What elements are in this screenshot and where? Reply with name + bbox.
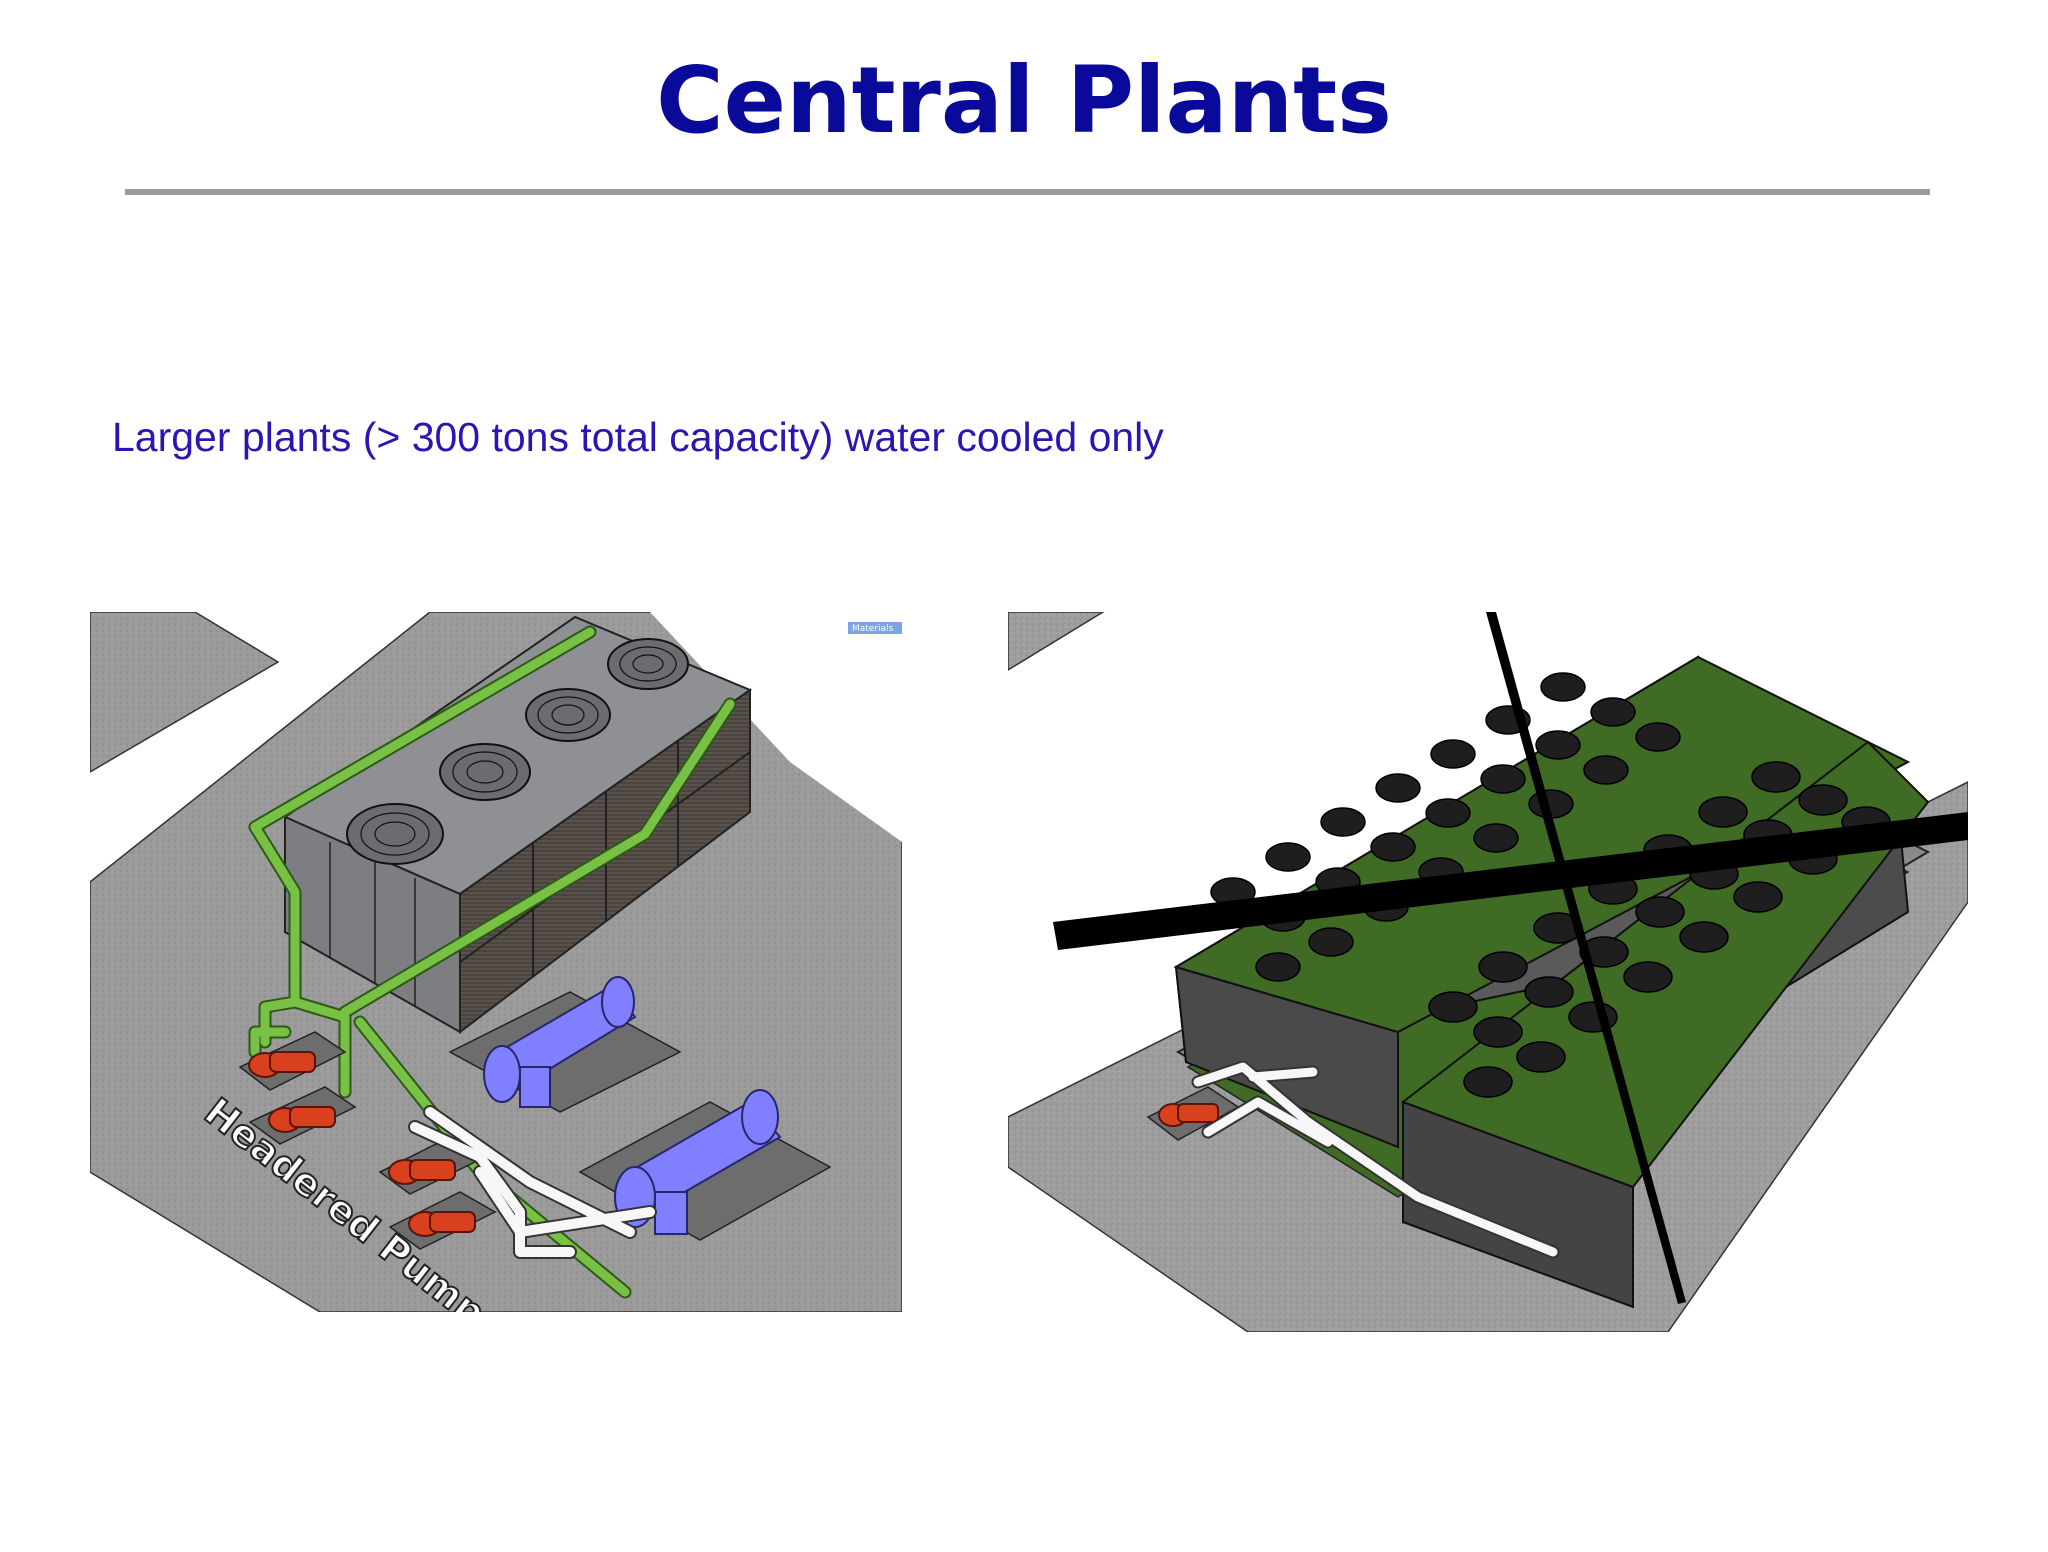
materials-tag: Materials <box>852 624 894 634</box>
slide-title: Central Plants <box>656 47 1392 154</box>
bullet-text: Larger plants (> 300 tons total capacity… <box>112 414 1164 460</box>
water-cooled-plant-image: Headered Pumps Materials <box>90 612 902 1312</box>
title-divider <box>125 189 1930 195</box>
air-cooled-plant-image <box>1008 612 1968 1332</box>
